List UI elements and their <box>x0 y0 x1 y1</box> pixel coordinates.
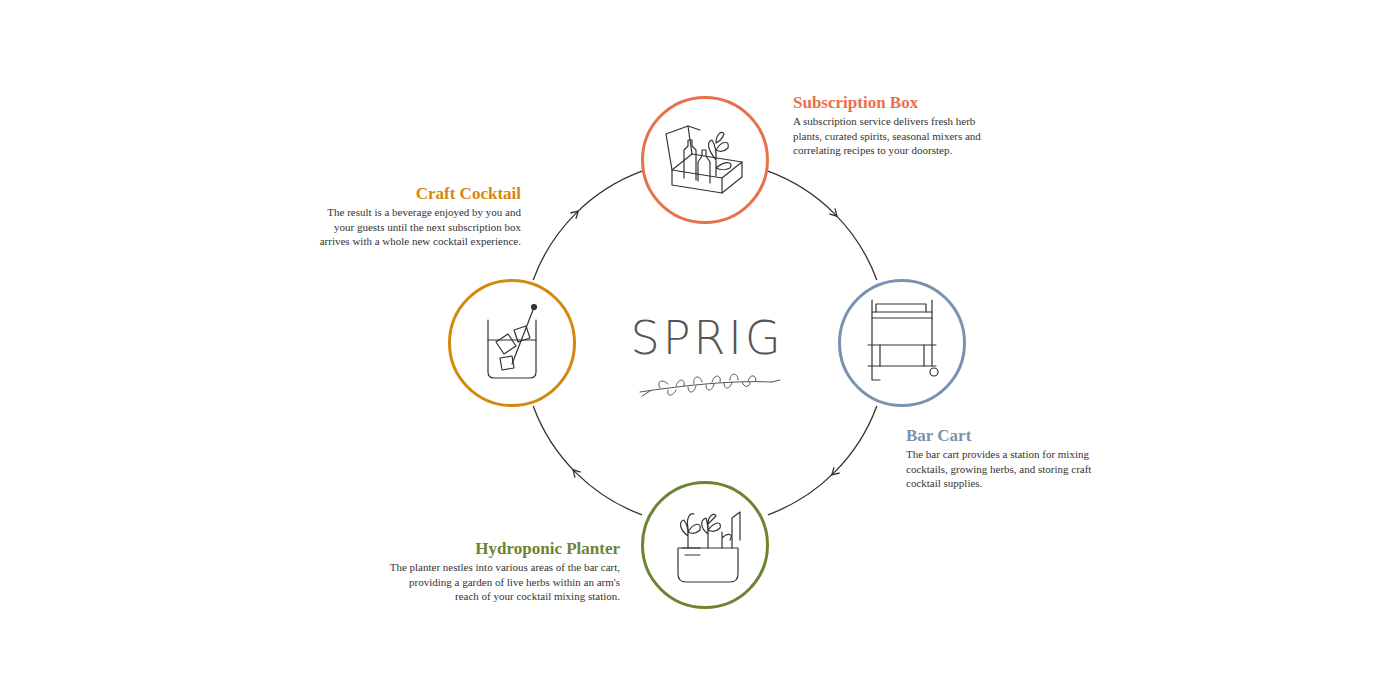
stage-text: Hydroponic PlanterThe planter nestles in… <box>384 539 620 604</box>
logo-word: SPRIG <box>630 311 783 365</box>
stage-description: The bar cart provides a station for mixi… <box>906 447 1106 491</box>
sprig-branch <box>640 374 780 396</box>
stage-text: Craft CocktailThe result is a beverage e… <box>311 184 521 249</box>
cycle-arc <box>533 171 642 280</box>
stage-circle: Bar CartThe bar cart provides a station … <box>838 279 966 407</box>
stage-heading: Bar Cart <box>906 426 1106 446</box>
stage-heading: Subscription Box <box>793 93 998 113</box>
cycle-arc <box>533 406 642 515</box>
cycle-arrow <box>533 406 642 515</box>
cycle-arrow <box>768 406 877 515</box>
stage-circle: Hydroponic PlanterThe planter nestles in… <box>641 481 769 609</box>
cycle-arc <box>768 171 877 280</box>
arrowhead <box>570 211 578 219</box>
stage-circle: Subscription BoxA subscription service d… <box>641 96 769 224</box>
cycle-arc <box>768 406 877 515</box>
stage-description: The planter nestles into various areas o… <box>384 560 620 604</box>
arrowhead <box>832 467 840 475</box>
cycle-arrow <box>768 171 877 280</box>
bar-cart-icon <box>868 300 938 380</box>
cocktail-glass-icon <box>488 305 537 379</box>
planter-icon <box>678 512 740 582</box>
stage-description: The result is a beverage enjoyed by you … <box>311 205 521 249</box>
arrowhead <box>829 208 837 216</box>
stage-heading: Craft Cocktail <box>311 184 521 204</box>
stage-description: A subscription service delivers fresh he… <box>793 114 998 158</box>
cycle-arrow <box>533 171 642 280</box>
stage-text: Subscription BoxA subscription service d… <box>793 93 998 158</box>
stage-heading: Hydroponic Planter <box>384 539 620 559</box>
stage-circle: Craft CocktailThe result is a beverage e… <box>448 279 576 407</box>
arrowhead <box>573 470 581 478</box>
box-icon <box>666 126 742 193</box>
stage-text: Bar CartThe bar cart provides a station … <box>906 426 1106 491</box>
